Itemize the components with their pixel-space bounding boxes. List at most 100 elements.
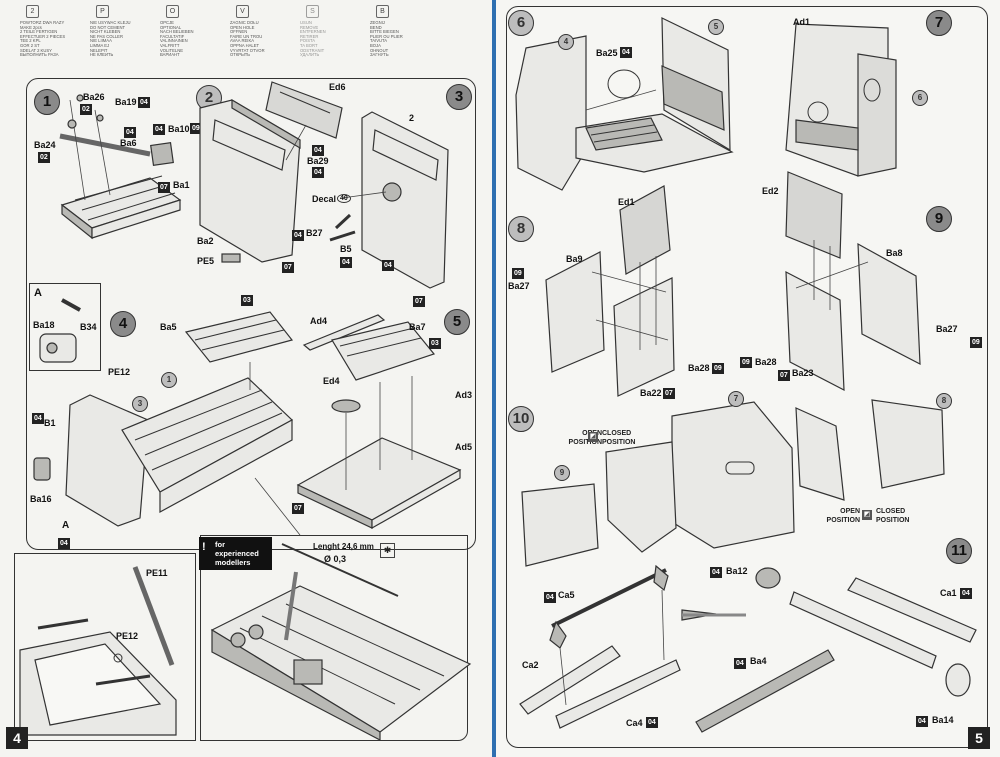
- bend-icon: B: [376, 5, 389, 18]
- paint-code: 04: [58, 538, 70, 549]
- paint-code: 04: [292, 230, 304, 241]
- part-label: Ba26: [83, 92, 105, 102]
- part-label: B5: [340, 244, 352, 254]
- paint-code: 04: [646, 717, 658, 728]
- detail-a-inset: [29, 283, 101, 371]
- part-label: Ad4: [310, 316, 328, 326]
- closed-toggle-icon: ◩: [588, 432, 598, 442]
- part-label: Ba12: [726, 566, 748, 576]
- paint-code: 09: [970, 337, 982, 348]
- step-3-badge: 3: [446, 84, 472, 110]
- part-label: Ba23: [792, 368, 814, 378]
- part-label: Ba27: [936, 324, 958, 334]
- part-label: Ba16: [30, 494, 52, 504]
- part-label: Ca1: [940, 588, 957, 598]
- step-4-badge: 4: [110, 311, 136, 337]
- warning-icon: !: [202, 541, 206, 553]
- optional-icon: O: [166, 5, 179, 18]
- part-label: Ba24: [34, 140, 56, 150]
- step-7-badge: 7: [926, 10, 952, 36]
- step-10-badge: 10: [508, 406, 534, 432]
- paint-code: 04: [153, 124, 165, 135]
- closed-position-label-2: CLOSED POSITION: [876, 508, 910, 524]
- decal-label: Decal: [312, 194, 337, 204]
- no-cement-icon: P: [96, 5, 109, 18]
- paint-code: 04: [382, 260, 394, 271]
- sub-assembly-3: 3: [132, 396, 148, 412]
- part-label: Ba8: [886, 248, 903, 258]
- paint-code: 04: [124, 127, 136, 138]
- paint-code: 09: [190, 123, 202, 134]
- sub-assembly-4: 4: [558, 34, 574, 50]
- step-6-badge: 6: [508, 10, 534, 36]
- paint-code: 04: [960, 588, 972, 599]
- sub-assembly-7: 7: [728, 391, 744, 407]
- paint-code: 04: [620, 47, 632, 58]
- part-label: B34: [80, 322, 97, 332]
- paint-code: 04: [138, 97, 150, 108]
- windscreen-detail-drawing: [19, 566, 177, 736]
- sub-assembly-6: 6: [912, 90, 928, 106]
- detail-a-drawing: [39, 298, 81, 363]
- right-page: 6 7 8 9 10 11 4 5 Ba25 04 Ad1 6 Ed1 Ba9: [496, 0, 1000, 757]
- right-frame: [506, 6, 988, 748]
- part-label: Ba6: [120, 138, 137, 148]
- experienced-frame: [200, 535, 468, 741]
- part-label: Ba10: [168, 124, 190, 134]
- part-label: B1: [44, 418, 56, 428]
- step-11-drawing: [519, 564, 977, 733]
- part-label: Ba29: [307, 156, 329, 166]
- step-5-drawing: [296, 314, 462, 530]
- step-1-drawing: [59, 94, 182, 240]
- left-frame-bottom: [14, 553, 196, 741]
- step-7-drawing: [785, 23, 897, 177]
- paint-code: 04: [32, 413, 44, 424]
- part-label: PE12: [108, 367, 131, 377]
- part-label: Ba1: [173, 180, 190, 190]
- part-label: Ba4: [750, 656, 767, 666]
- step-10-drawing: [521, 399, 945, 567]
- part-label: Ed6: [329, 82, 346, 92]
- part-label: Ba19: [115, 97, 137, 107]
- part-label: 2: [409, 113, 415, 123]
- paint-code: 09: [712, 363, 724, 374]
- decal-number: 40: [337, 194, 351, 203]
- paint-code: 04: [312, 167, 324, 178]
- experienced-banner: for experienced modellers: [199, 537, 272, 570]
- step-6-drawing: [515, 17, 734, 191]
- part-label: PE11: [146, 568, 168, 578]
- part-label: Ba22: [640, 388, 662, 398]
- step-3-drawing: [329, 111, 449, 289]
- remove-icon: S: [306, 5, 319, 18]
- sub-assembly-8: 8: [936, 393, 952, 409]
- page-number-right: 5: [968, 727, 990, 749]
- part-label: Ca5: [558, 590, 575, 600]
- part-label: Ed4: [323, 376, 340, 386]
- open-position-label-2: OPEN POSITION: [826, 508, 860, 524]
- step-11-badge: 11: [946, 538, 972, 564]
- paint-code: 07: [413, 296, 425, 307]
- part-label: Ba28: [755, 357, 777, 367]
- part-label: Ba5: [160, 322, 177, 332]
- closed-position-label: CLOSED POSITION: [602, 430, 636, 446]
- paint-code: 04: [710, 567, 722, 578]
- paint-code: 07: [663, 388, 675, 399]
- step-8-drawing: [545, 185, 675, 397]
- part-label: Ba25: [596, 48, 618, 58]
- part-label: B27: [306, 228, 323, 238]
- paint-code: 03: [429, 338, 441, 349]
- closed-toggle-icon-2: ◩: [862, 510, 872, 520]
- sub-assembly-9: 9: [554, 465, 570, 481]
- paint-code: 07: [778, 370, 790, 381]
- make-twice-icon: 2: [26, 5, 39, 18]
- part-label: Ba18: [33, 320, 55, 330]
- step-5-badge: 5: [444, 309, 470, 335]
- paint-code: 03: [241, 295, 253, 306]
- detail-a-label: A: [34, 287, 42, 299]
- part-label: Ca2: [522, 660, 539, 670]
- paint-code: 04: [312, 145, 324, 156]
